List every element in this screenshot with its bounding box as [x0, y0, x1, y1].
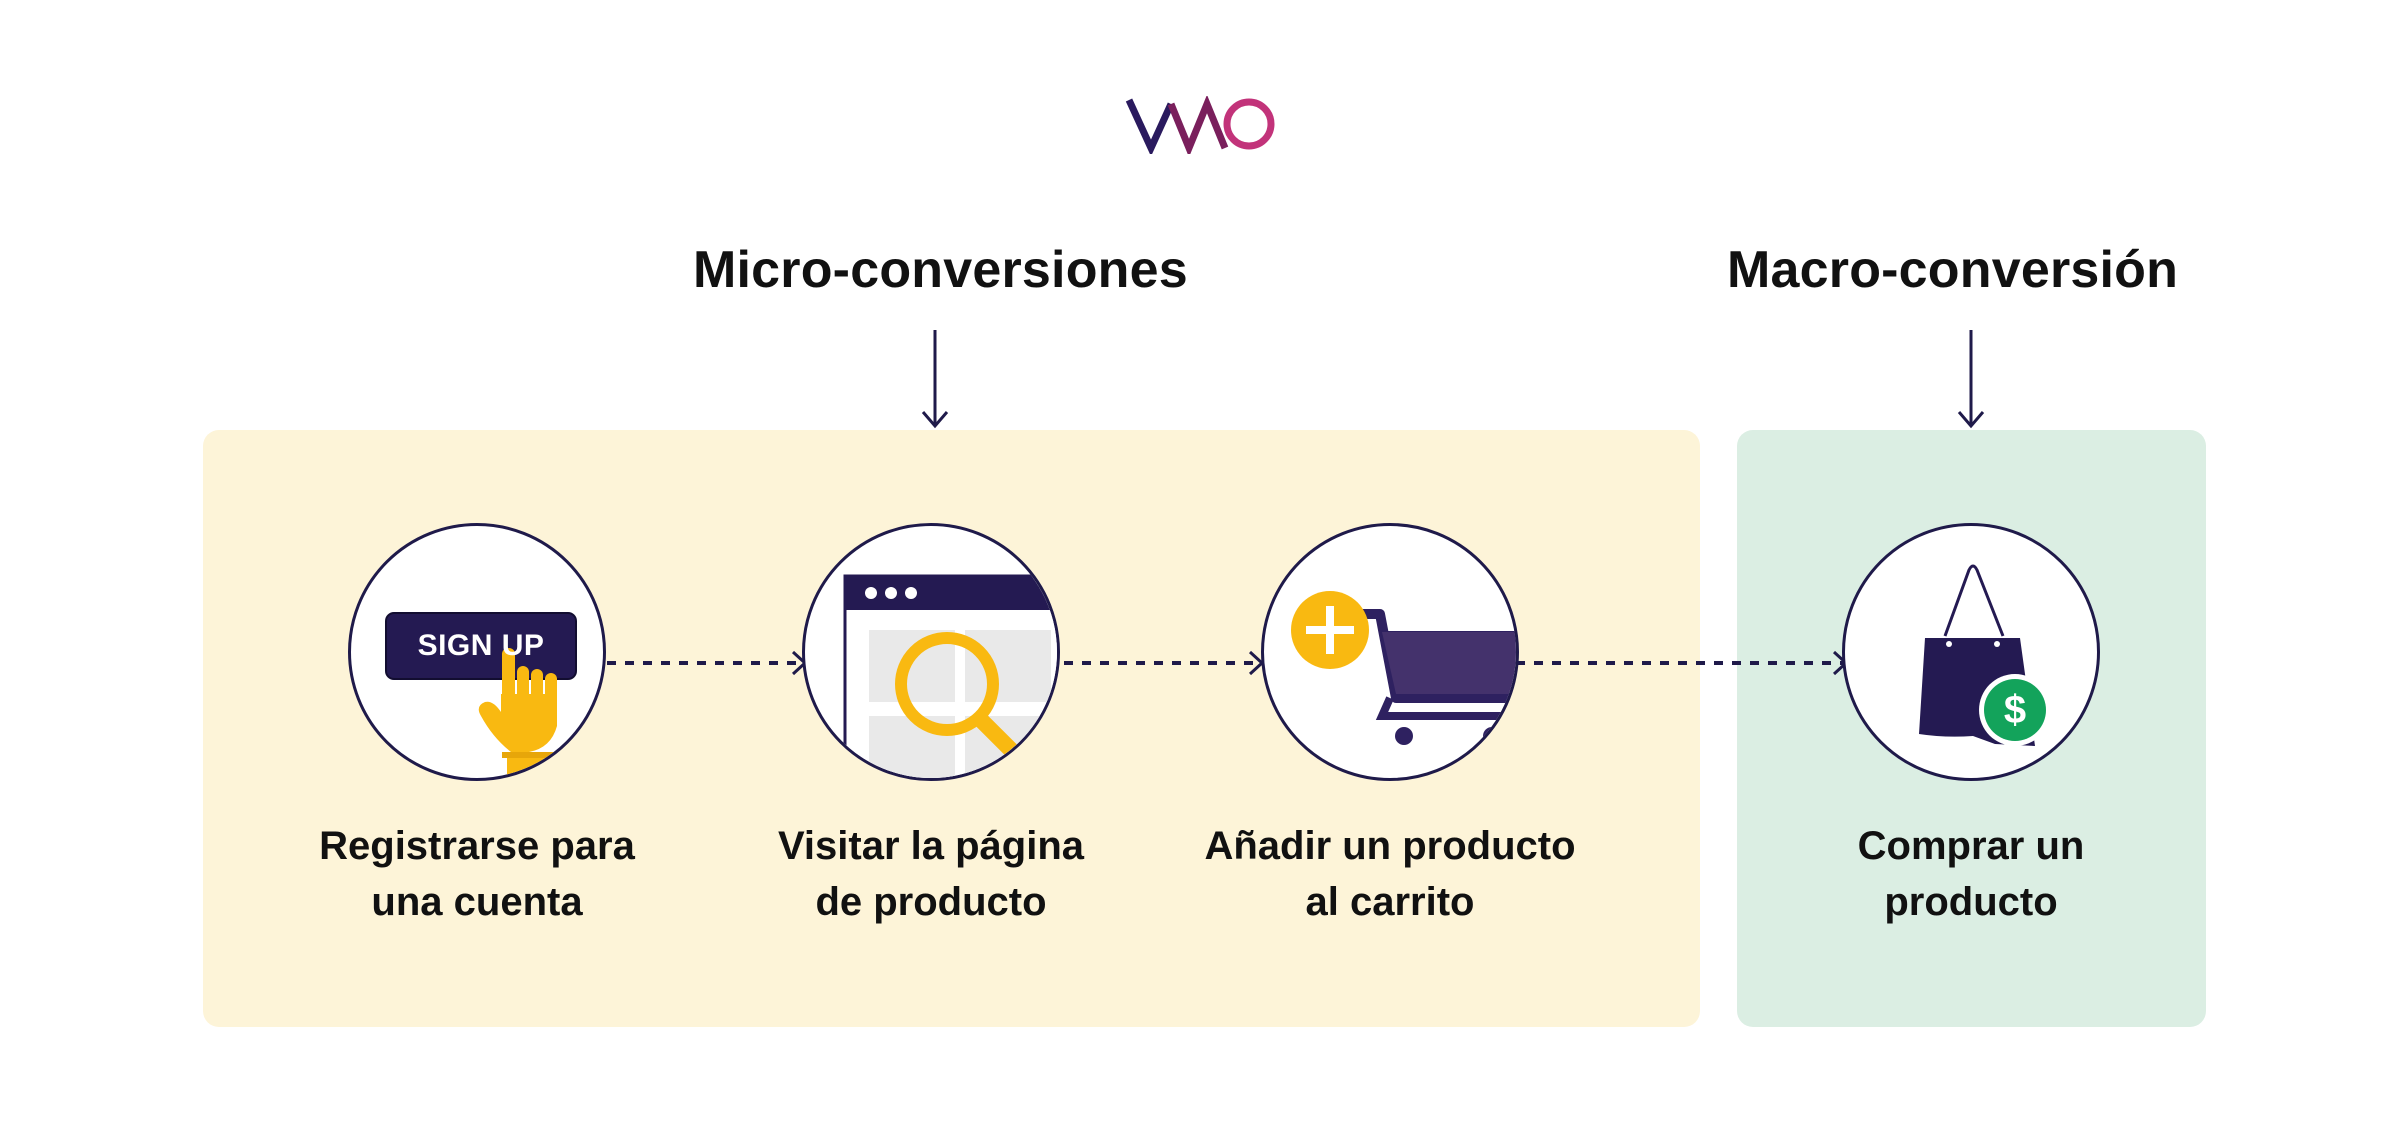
- step-2-caption: Visitar la página de producto: [721, 818, 1141, 930]
- step-4-circle: $: [1842, 523, 2100, 781]
- step-3-caption: Añadir un producto al carrito: [1180, 818, 1600, 930]
- step-1-caption-line1: Registrarse para: [319, 824, 635, 868]
- step-1-caption-line2: una cuenta: [371, 880, 583, 924]
- step-4-caption-line2: producto: [1884, 880, 2058, 924]
- macro-conversion-heading: Macro-conversión: [1727, 241, 2179, 299]
- connector-arrow-2: [1064, 650, 1265, 676]
- dollar-sign-icon: $: [2003, 688, 2027, 732]
- step-4-caption-line1: Comprar un: [1857, 824, 2085, 868]
- step-1-caption: Registrarse para una cuenta: [267, 818, 687, 930]
- step-4-caption: Comprar un producto: [1761, 818, 2181, 930]
- step-2-circle: [802, 523, 1060, 781]
- step-1-circle: SIGN UP: [348, 523, 606, 781]
- step-3-caption-line2: al carrito: [1305, 880, 1475, 924]
- step-3-circle: [1261, 523, 1519, 781]
- sign-up-button-graphic: SIGN UP: [417, 629, 545, 662]
- step-2-caption-line1: Visitar la página: [777, 824, 1085, 868]
- step-3-caption-line1: Añadir un producto: [1204, 824, 1576, 868]
- product-page-search-icon: [843, 574, 1057, 778]
- micro-conversions-heading: Micro-conversiones: [693, 241, 1188, 299]
- vwo-logo: [1125, 96, 1275, 154]
- add-to-cart-icon: [1291, 591, 1516, 745]
- micro-down-arrow-icon: [921, 330, 949, 429]
- connector-arrow-1: [607, 650, 808, 676]
- connector-arrow-3: [1516, 650, 1849, 676]
- sign-up-click-icon: [385, 612, 577, 778]
- shopping-bag-dollar-icon: [1919, 564, 2051, 746]
- step-2-caption-line2: de producto: [815, 880, 1047, 924]
- macro-down-arrow-icon: [1957, 330, 1985, 429]
